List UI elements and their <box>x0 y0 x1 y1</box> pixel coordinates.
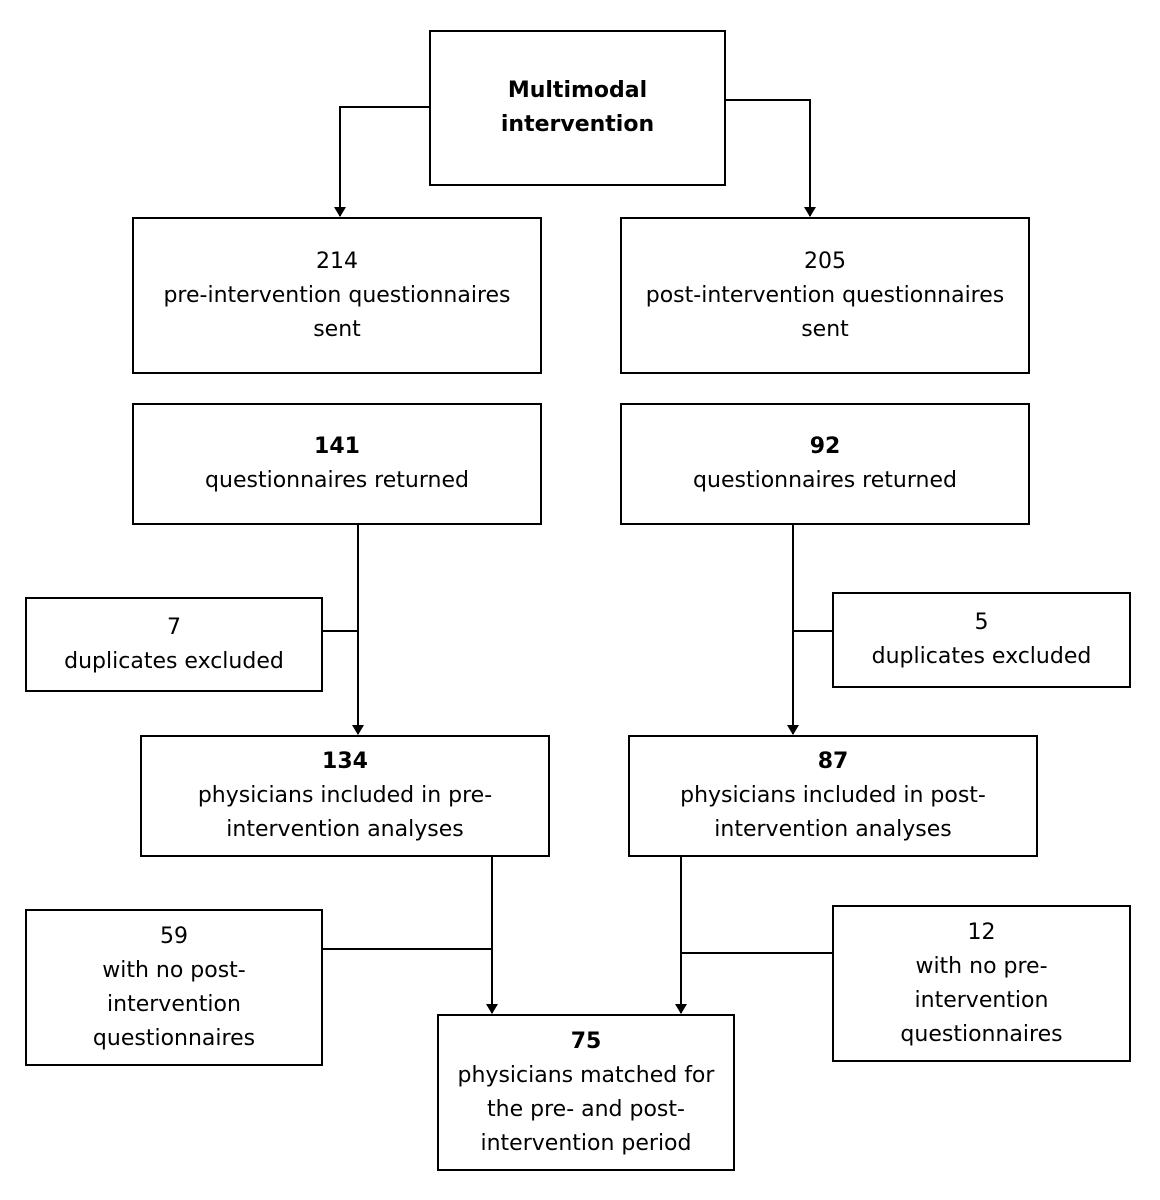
post-sent-box: 205 post-intervention questionnaires sen… <box>620 217 1030 374</box>
post-no-match-label-line-1: with no pre- <box>915 953 1048 979</box>
arrow-top-to-post-sent <box>726 99 816 217</box>
matched-label-line-2: the pre- and post- <box>487 1096 685 1122</box>
pre-no-post-questionnaire-box: 59 with no post- intervention questionna… <box>25 909 323 1066</box>
matched-count: 75 <box>570 1028 602 1054</box>
pre-returned-label: questionnaires returned <box>205 468 469 493</box>
post-sent-count: 205 <box>804 248 846 274</box>
pre-included-label-line-1: physicians included in pre- <box>197 783 493 808</box>
multimodal-intervention-box: Multimodal intervention <box>429 30 726 186</box>
intervention-title-line-2: intervention <box>500 112 655 137</box>
post-returned-label: questionnaires returned <box>693 468 957 493</box>
post-included-count: 87 <box>817 749 849 774</box>
post-included-label-line-2: intervention analyses <box>714 817 952 842</box>
arrow-top-to-pre-sent <box>334 106 430 217</box>
pre-sent-box: 214 pre-intervention questionnaires sent <box>132 217 542 374</box>
pre-sent-label-line-2: sent <box>313 316 361 342</box>
pre-sent-label-line-1: pre-intervention questionnaires <box>163 282 511 308</box>
pre-sent-count: 214 <box>316 248 358 274</box>
post-excluded-label: duplicates excluded <box>871 644 1092 669</box>
matched-physicians-box: 75 physicians matched for the pre- and p… <box>437 1014 735 1171</box>
post-no-match-label-line-3: questionnaires <box>900 1021 1063 1047</box>
pre-returned-count: 141 <box>314 434 360 459</box>
pre-no-match-count: 59 <box>160 923 188 949</box>
post-returned-box: 92 questionnaires returned <box>620 403 1030 525</box>
intervention-title-line-1: Multimodal <box>507 78 648 103</box>
pre-included-label-line-2: intervention analyses <box>226 817 464 842</box>
pre-excluded-label: duplicates excluded <box>64 648 284 674</box>
post-no-match-count: 12 <box>967 919 996 945</box>
post-included-label-line-1: physicians included in post- <box>680 783 986 808</box>
pre-included-count: 134 <box>322 749 368 774</box>
post-sent-label-line-2: sent <box>801 316 849 342</box>
pre-no-match-label-line-1: with no post- <box>102 957 246 983</box>
pre-returned-box: 141 questionnaires returned <box>132 403 542 525</box>
post-no-match-label-line-2: intervention <box>914 987 1049 1013</box>
post-included-box: 87 physicians included in post- interven… <box>628 735 1038 857</box>
post-sent-label-line-1: post-intervention questionnaires <box>645 282 1005 308</box>
post-excluded-count: 5 <box>974 610 989 635</box>
matched-label-line-1: physicians matched for <box>457 1062 715 1088</box>
pre-no-match-label-line-2: intervention <box>107 991 241 1017</box>
pre-no-match-label-line-3: questionnaires <box>92 1025 256 1051</box>
post-duplicates-excluded-box: 5 duplicates excluded <box>832 592 1131 688</box>
pre-excluded-count: 7 <box>167 614 181 640</box>
pre-included-box: 134 physicians included in pre- interven… <box>140 735 550 857</box>
post-no-pre-questionnaire-box: 12 with no pre- intervention questionnai… <box>832 905 1131 1062</box>
pre-duplicates-excluded-box: 7 duplicates excluded <box>25 597 323 692</box>
post-returned-count: 92 <box>809 434 841 459</box>
matched-label-line-3: intervention period <box>480 1130 692 1156</box>
